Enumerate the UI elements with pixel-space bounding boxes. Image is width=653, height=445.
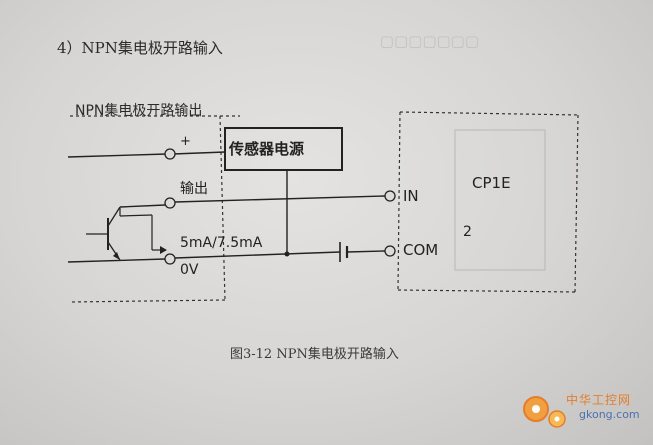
inner-arrow — [160, 246, 167, 254]
transistor-collector — [107, 206, 121, 227]
gear-icon — [523, 396, 566, 428]
number-label: 2 — [463, 224, 472, 240]
sensor-boundary-right — [219, 115, 226, 301]
sensor-power-box — [224, 127, 343, 171]
junction-dot — [284, 251, 290, 257]
output-to-in-wire — [174, 195, 386, 203]
output-stub — [119, 204, 166, 208]
plc-boundary-top — [399, 111, 581, 116]
emitter-arrow — [113, 252, 120, 260]
battery-to-com-wire — [346, 250, 386, 253]
com-terminal — [384, 245, 396, 257]
plc-boundary-right — [574, 114, 579, 293]
plus-terminal — [164, 148, 176, 160]
current-label: 5mA/7.5mA — [180, 235, 263, 251]
in-label: IN — [403, 187, 419, 205]
plc-boundary-bottom — [397, 289, 576, 293]
sensor-boundary-bottom — [69, 299, 226, 303]
watermark-url: gkong.com — [579, 408, 640, 421]
plc-inner-faint-box — [454, 129, 546, 271]
plus-wire — [67, 153, 168, 158]
figure-caption: 图3-12 NPN集电极开路输入 — [230, 347, 399, 362]
zero-v-terminal — [164, 253, 176, 265]
inner-bracket-top — [119, 214, 153, 217]
zero-v-to-com-wire — [174, 251, 341, 259]
model-label: CP1E — [472, 174, 511, 192]
plus-to-power-wire — [172, 151, 226, 155]
in-terminal — [384, 190, 396, 202]
power-box-label: 传感器电源 — [229, 140, 305, 158]
output-label: 输出 — [180, 181, 208, 197]
watermark-text: 中华工控网 — [566, 393, 632, 407]
output-terminal — [164, 197, 176, 209]
zero-v-wire — [67, 258, 166, 263]
zero-v-label: 0V — [180, 262, 199, 278]
section-heading: 4）NPN集电极开路输入 — [57, 39, 223, 57]
diagram-label: NPN集电极开路输出 — [75, 103, 203, 119]
com-label: COM — [403, 241, 439, 259]
plus-label: + — [180, 134, 191, 149]
plc-boundary-left — [397, 111, 401, 291]
